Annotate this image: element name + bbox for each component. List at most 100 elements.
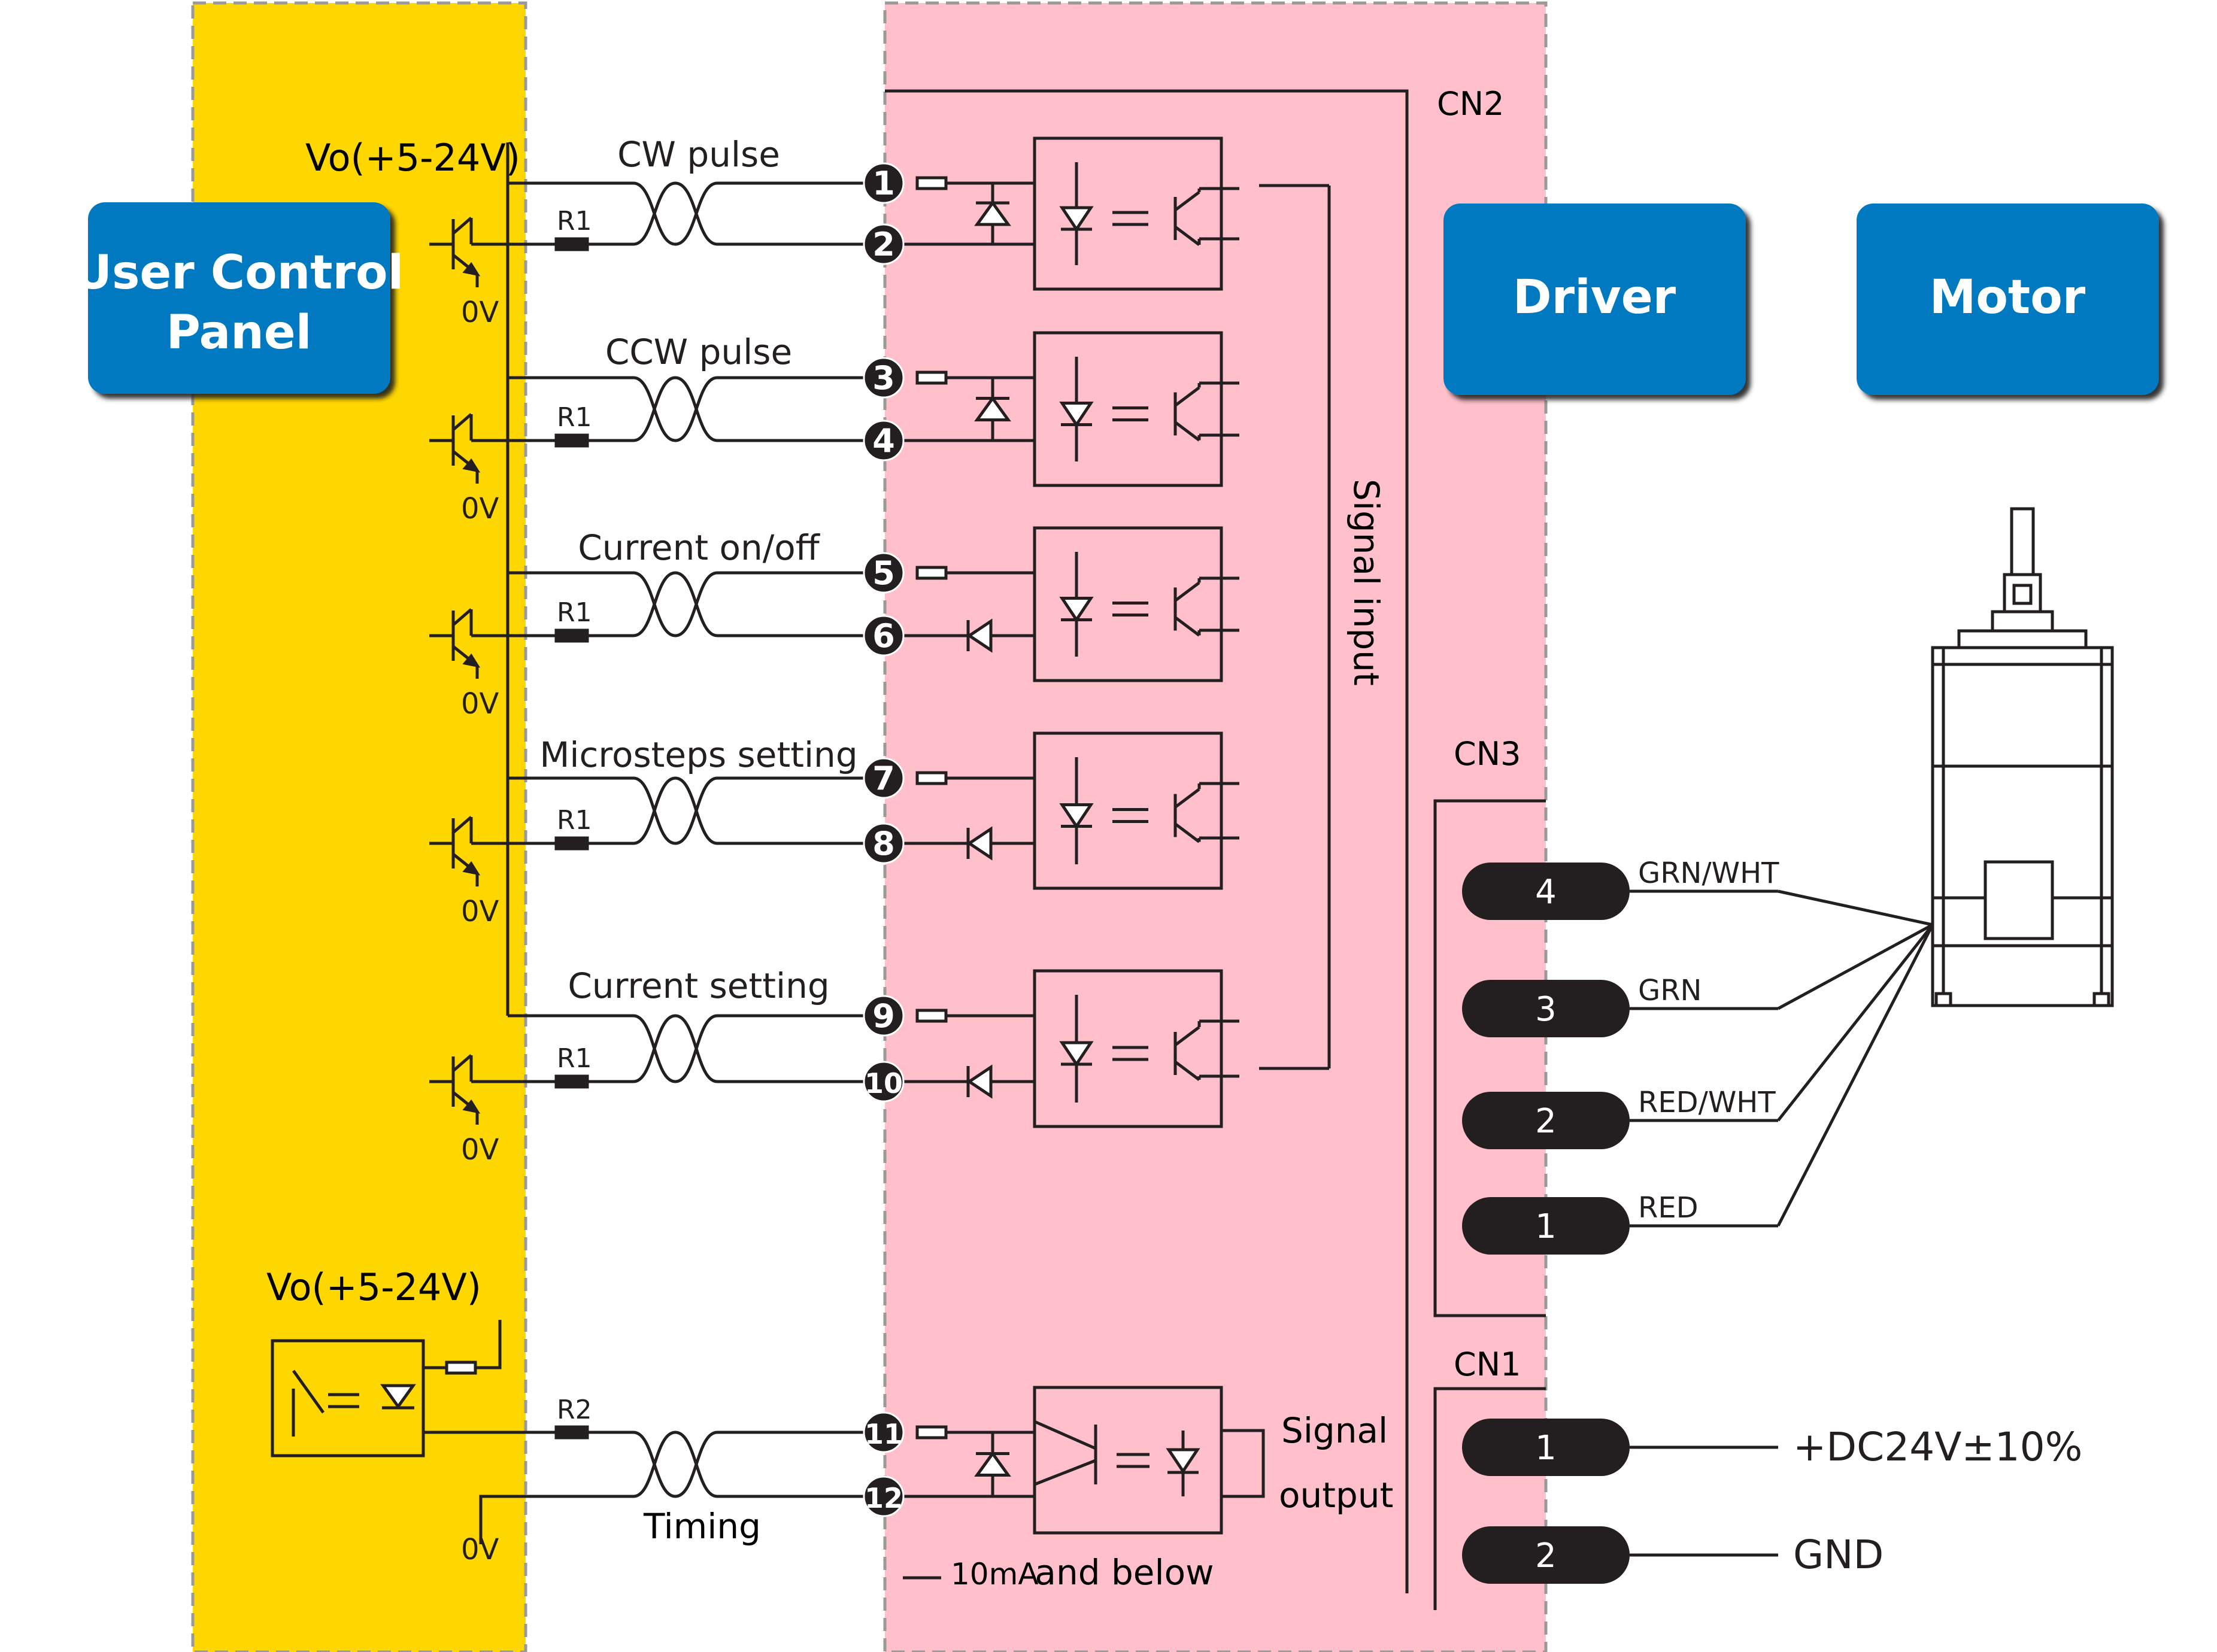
driver-input-resistor bbox=[915, 771, 948, 785]
cn2-pin-12-number: 12 bbox=[865, 1482, 903, 1514]
cn2-pin-8 bbox=[863, 822, 905, 864]
driver-input-resistor bbox=[915, 566, 948, 580]
resistor-r1 bbox=[554, 1074, 589, 1089]
transistor-collector bbox=[452, 1054, 472, 1072]
cn1-pin-2 bbox=[1462, 1526, 1630, 1584]
transistor-arrow bbox=[462, 653, 481, 668]
diode-body bbox=[966, 826, 993, 861]
transistor-collector bbox=[452, 608, 472, 626]
twist-strand bbox=[675, 376, 718, 442]
user-transistor bbox=[429, 1054, 481, 1125]
cn3-pin-4-number: 4 bbox=[1535, 873, 1557, 912]
transistor-arrow bbox=[462, 262, 481, 277]
motor-lead-diagonal bbox=[1776, 924, 1934, 1227]
twist-strand bbox=[633, 376, 676, 442]
motor-wire-label: GRN/WHT bbox=[1638, 857, 1779, 890]
diode-body bbox=[966, 618, 993, 653]
diode-body bbox=[966, 1064, 993, 1099]
cn2-pin-6-number: 6 bbox=[872, 617, 895, 655]
twisted-pair bbox=[633, 776, 718, 845]
phototransistor-emitter bbox=[1174, 421, 1200, 442]
cn2-border bbox=[885, 89, 1409, 1593]
diode-body bbox=[974, 1451, 1011, 1477]
resistor-r1-label: R1 bbox=[557, 402, 592, 433]
motor-label: Motor bbox=[1930, 271, 2086, 324]
cn3-pin-2 bbox=[1462, 1092, 1630, 1149]
cn1-pin-1 bbox=[1462, 1419, 1630, 1476]
optocoupler-box bbox=[1033, 526, 1223, 682]
user-transistor bbox=[429, 217, 481, 287]
transistor-collector bbox=[452, 217, 472, 235]
cn3-pin-1-number: 1 bbox=[1535, 1207, 1557, 1246]
timing-zero-volt-label: 0V bbox=[461, 1533, 499, 1566]
driver-optocoupler bbox=[1033, 136, 1239, 291]
timing-input-resistor bbox=[445, 1361, 477, 1375]
user-transistor bbox=[429, 816, 481, 886]
twisted-pair bbox=[633, 1014, 718, 1083]
cn2-pin-10-number: 10 bbox=[865, 1067, 903, 1100]
motor-lead-diagonal bbox=[1777, 924, 1934, 1122]
stepper-motor-icon bbox=[1931, 507, 2114, 1007]
twist-strand bbox=[675, 571, 718, 637]
timing-wire-bottom bbox=[479, 1495, 633, 1544]
driver-input-resistor bbox=[915, 1009, 948, 1023]
transistor-arrow bbox=[462, 1099, 481, 1114]
phototransistor-collector bbox=[1174, 788, 1200, 809]
timing-driver-transistor bbox=[1033, 1420, 1097, 1450]
driver-optocoupler bbox=[1033, 526, 1239, 682]
timing-label: Timing bbox=[643, 1506, 761, 1547]
cn3-pin-1 bbox=[1462, 1197, 1630, 1255]
driver-optocoupler bbox=[1033, 969, 1239, 1128]
signal-label: Microsteps setting bbox=[539, 734, 857, 775]
timing-twisted-pair bbox=[633, 1431, 718, 1498]
user-panel-label-line1: User Control bbox=[74, 246, 404, 300]
cn2-pin-4-number: 4 bbox=[872, 422, 895, 460]
driver-box: Driver bbox=[1443, 204, 1746, 395]
phototransistor-emitter bbox=[1174, 822, 1200, 843]
timing-driver-transistor bbox=[1034, 1459, 1096, 1486]
timing-supply-label: Vo(+5-24V) bbox=[266, 1265, 481, 1309]
diode-body bbox=[974, 200, 1011, 226]
zero-volt-label: 0V bbox=[461, 895, 499, 928]
driver-optocoupler bbox=[1033, 731, 1239, 890]
timing-driver-resistor bbox=[915, 1425, 948, 1440]
cn3-pin-4 bbox=[1462, 863, 1630, 920]
phototransistor-collector bbox=[1174, 581, 1200, 602]
phototransistor-emitter bbox=[1174, 616, 1200, 637]
twisted-pair bbox=[633, 376, 718, 442]
resistor-r1 bbox=[554, 433, 589, 448]
timing-led bbox=[380, 1384, 416, 1410]
cn2-pin-1-number: 1 bbox=[872, 165, 895, 202]
phototransistor-emitter bbox=[1174, 226, 1200, 246]
resistor-r1 bbox=[554, 628, 589, 643]
driver-label: Driver bbox=[1513, 271, 1676, 324]
cn2-pin-11 bbox=[863, 1411, 905, 1453]
resistor-r2 bbox=[554, 1425, 589, 1440]
motor-lead-diagonal bbox=[1778, 889, 1933, 927]
twist-strand bbox=[633, 1014, 676, 1083]
series-diode bbox=[966, 826, 993, 861]
current-note: 10mA and below bbox=[903, 1552, 1214, 1593]
phototransistor-collector bbox=[1174, 1026, 1200, 1046]
driver-input-resistor bbox=[915, 371, 948, 385]
twist-strand bbox=[633, 571, 676, 637]
cn2-label: CN2 bbox=[1437, 85, 1504, 123]
signal-input-label: Signal input bbox=[1346, 479, 1387, 686]
supply-label: Vo(+5-24V) bbox=[305, 136, 520, 180]
transistor-collector bbox=[452, 816, 472, 834]
cn2-pin-2-number: 2 bbox=[872, 226, 895, 263]
zero-volt-label: 0V bbox=[461, 1133, 499, 1167]
cn3-pin-3 bbox=[1462, 980, 1630, 1037]
resistor-r1-label: R1 bbox=[557, 597, 592, 628]
signal-output-label-line1: Signal bbox=[1281, 1410, 1388, 1451]
cn2-pin-10 bbox=[863, 1061, 905, 1103]
signal-output-bracket bbox=[1221, 1429, 1265, 1498]
signal-label: Current on/off bbox=[578, 527, 821, 568]
cn2-pin-3 bbox=[863, 357, 905, 399]
user-panel-label-line2: Panel bbox=[166, 306, 312, 360]
series-diode bbox=[966, 1064, 993, 1099]
cn3-label: CN3 bbox=[1454, 735, 1521, 773]
cn3-border bbox=[1433, 799, 1546, 1317]
resistor-r1-label: R1 bbox=[557, 206, 592, 236]
phototransistor-collector bbox=[1174, 386, 1200, 407]
